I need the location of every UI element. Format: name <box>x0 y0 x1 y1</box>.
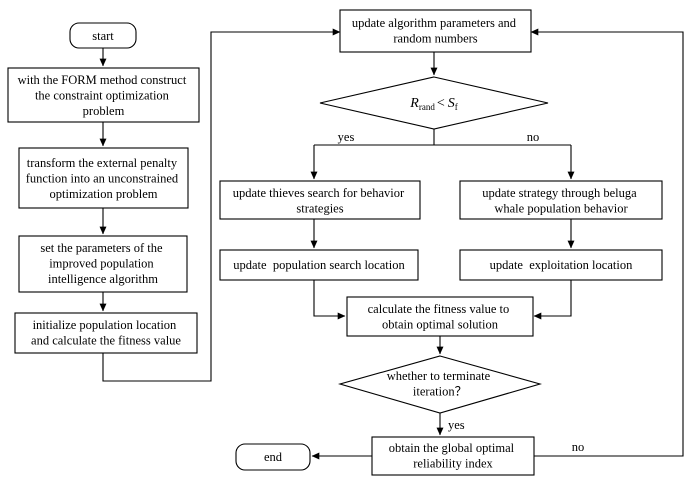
step-transform-penalty: transform the external penalty function … <box>18 147 189 209</box>
update-exploitation-label: update exploitation location <box>490 258 633 272</box>
update-params-line-1: update algorithm parameters and <box>352 16 517 30</box>
step-init-line-1: initialize population location <box>33 318 177 332</box>
condition-diamond: Rrand<Sf <box>319 76 549 130</box>
update-population-search-box: update population search location <box>219 249 419 281</box>
arrow-yes2-to-fitness <box>313 280 346 320</box>
step-setparams-line-2: improved population <box>49 257 154 271</box>
update-beluga-line-1: update strategy through beluga <box>482 186 637 200</box>
update-thieves-box: update thieves search for behavior strat… <box>219 180 421 220</box>
svg-text:transform the external penalty: transform the external penalty function … <box>26 156 182 201</box>
global-optimal-line-1: obtain the global optimal <box>389 441 515 455</box>
start-label: start <box>92 29 114 43</box>
step-set-parameters: set the parameters of the improved popul… <box>18 235 188 293</box>
terminate-line-2: iteration？ <box>413 385 467 399</box>
svg-text:set the parameters of the: set the parameters of the improved popul… <box>40 241 165 286</box>
update-population-search-label: update population search location <box>233 258 405 272</box>
svg-text:whether to terminate ite: whether to terminate iteration？ <box>387 369 494 399</box>
step-setparams-line-1: set the parameters of the <box>40 241 163 255</box>
start-node: start <box>69 22 137 49</box>
update-params-line-2: random numbers <box>393 32 477 46</box>
step-transform-line-2: function into an unconstrained <box>26 172 179 186</box>
branch-yes-label: yes <box>338 130 355 144</box>
update-beluga-line-2: whale population behavior <box>494 202 628 216</box>
update-parameters-box: update algorithm parameters and random n… <box>339 9 532 53</box>
arrow-no2-to-fitness <box>533 280 572 320</box>
step-transform-line-3: optimization problem <box>50 187 158 201</box>
step-transform-line-1: transform the external penalty <box>27 156 178 170</box>
update-thieves-line-2: strategies <box>296 202 343 216</box>
condition-text: Rrand<Sf <box>409 96 457 112</box>
svg-text:initialize population location: initialize population location and calcu… <box>31 318 181 348</box>
step-construct-line-1: with the FORM method construct <box>18 73 187 87</box>
branch-no-label: no <box>527 130 540 144</box>
svg-text:update algorithm parameters an: update algorithm parameters and random n… <box>352 16 519 46</box>
arrow-step4-to-update-params <box>102 28 341 382</box>
connectors <box>99 28 684 460</box>
step-construct-line-3: problem <box>83 104 125 118</box>
step-construct-line-2: the constraint optimization <box>35 89 170 103</box>
step-construct-problem: with the FORM method construct the const… <box>7 67 200 123</box>
svg-text:with the FORM method construct: with the FORM method construct the const… <box>18 73 190 118</box>
svg-text:calculate the fitness value to: calculate the fitness value to obtain op… <box>368 302 513 332</box>
global-optimal-box: obtain the global optimal reliability in… <box>371 436 535 476</box>
svg-text:obtain the global optimal: obtain the global optimal reliability in… <box>389 441 517 471</box>
fitness-line-1: calculate the fitness value to <box>368 302 510 316</box>
terminate-line-1: whether to terminate <box>387 369 491 383</box>
end-node: end <box>235 443 311 471</box>
arrow-loop-back <box>530 28 684 457</box>
fitness-line-2: obtain optimal solution <box>382 318 499 332</box>
update-exploitation-box: update exploitation location <box>459 249 663 281</box>
step-setparams-line-3: intelligence algorithm <box>48 272 158 286</box>
end-label: end <box>264 450 283 464</box>
fitness-box: calculate the fitness value to obtain op… <box>346 296 534 337</box>
update-thieves-line-1: update thieves search for behavior <box>233 186 405 200</box>
global-optimal-line-2: reliability index <box>413 457 493 471</box>
svg-text:update strategy through beluga: update strategy through beluga whale pop… <box>482 186 640 216</box>
step-init-line-2: and calculate the fitness value <box>31 334 181 348</box>
step-initialize-population: initialize population location and calcu… <box>14 312 198 354</box>
update-beluga-box: update strategy through beluga whale pop… <box>459 180 663 220</box>
terminate-diamond: whether to terminate iteration？ <box>337 355 543 414</box>
svg-text:update thieves search for beha: update thieves search for behavior strat… <box>233 186 408 216</box>
terminate-yes-label: yes <box>448 418 465 432</box>
terminate-no-label: no <box>572 440 585 454</box>
